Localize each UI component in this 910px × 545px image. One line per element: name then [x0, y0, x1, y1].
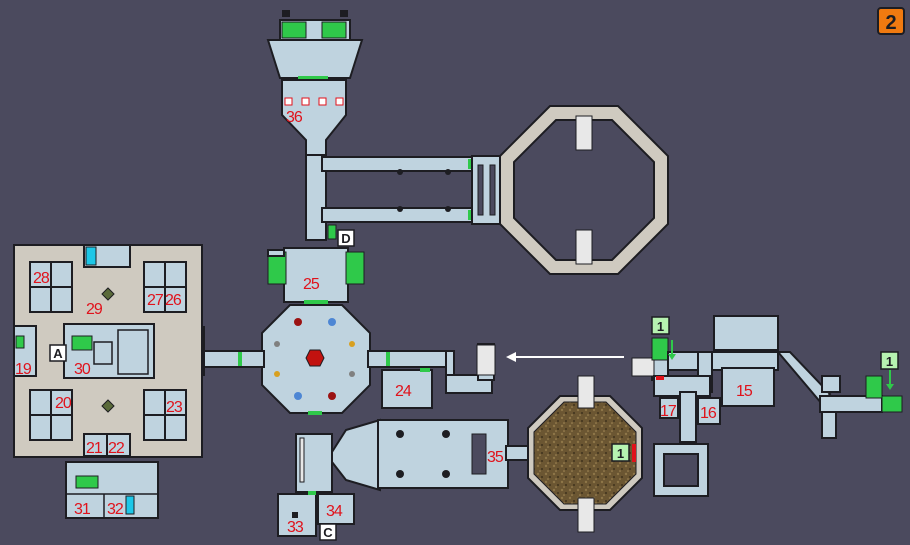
north-wing — [266, 10, 503, 241]
room-number: 35 — [487, 449, 504, 466]
room-number: 24 — [395, 383, 412, 400]
room-number: 21 — [86, 440, 103, 457]
room-number: 30 — [74, 361, 91, 378]
stair-marker-1c: 1 — [611, 443, 630, 462]
room-number: 15 — [736, 383, 753, 400]
marker-d-text: D — [341, 231, 350, 246]
room-number: 34 — [326, 503, 343, 520]
room-number: 32 — [107, 501, 124, 518]
marker-c-text: C — [323, 525, 333, 540]
room-number: 16 — [700, 405, 717, 422]
room-number: 27 — [147, 292, 164, 309]
south-wing — [277, 411, 547, 537]
floor-badge: 2 — [877, 7, 905, 35]
room-number: 23 — [166, 399, 183, 416]
room-number: 33 — [287, 519, 304, 536]
marker-d: D — [337, 229, 355, 247]
octagon-arena — [499, 105, 669, 275]
marker-a-text: A — [53, 346, 63, 361]
room-number: 20 — [55, 395, 72, 412]
room-numbers: 36 25 24 35 34 33 28 29 27 26 30 19 20 2… — [15, 109, 754, 536]
stair-marker-1b: 1 — [880, 351, 899, 370]
central-hub — [181, 247, 496, 414]
floor-badge-text: 2 — [885, 12, 896, 34]
marker-c: C — [319, 523, 337, 541]
west-complex — [13, 244, 203, 519]
room-number: 36 — [286, 109, 303, 126]
room-number: 31 — [74, 501, 91, 518]
room-number: 29 — [86, 301, 103, 318]
room-number: 28 — [33, 270, 50, 287]
marker-a: A — [49, 344, 67, 362]
room-number: 17 — [660, 403, 677, 420]
room-number: 25 — [303, 276, 320, 293]
room-number: 26 — [165, 292, 182, 309]
cavern-chamber — [527, 375, 643, 533]
room-number: 19 — [15, 361, 32, 378]
arrow-indicator — [506, 352, 624, 362]
stair-marker-1a: 1 — [651, 316, 670, 335]
stair-marker-1b-text: 1 — [886, 354, 893, 369]
room-number: 22 — [108, 440, 125, 457]
east-complex — [631, 315, 903, 497]
stair-marker-1c-text: 1 — [617, 446, 624, 461]
stair-marker-1a-text: 1 — [657, 319, 664, 334]
